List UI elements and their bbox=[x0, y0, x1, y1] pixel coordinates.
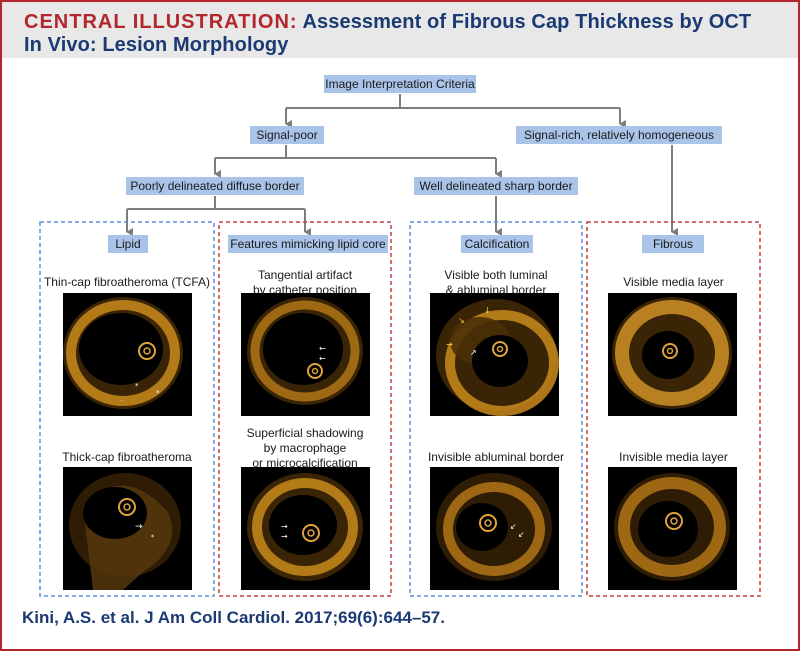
svg-text:→: → bbox=[135, 522, 143, 532]
svg-text:←: ← bbox=[319, 354, 326, 363]
svg-text:→: → bbox=[281, 522, 288, 531]
title-text-1: Assessment of Fibrous Cap Thickness by O… bbox=[302, 11, 752, 33]
node-lipid: Lipid bbox=[108, 235, 148, 253]
header-bar: CENTRAL ILLUSTRATION: Assessment of Fibr… bbox=[2, 2, 798, 58]
caption-invisible-abluminal: Invisible abluminal border bbox=[427, 450, 565, 464]
svg-text:*: * bbox=[151, 534, 154, 541]
caption-visible-abluminal-l1: Visible both luminal bbox=[444, 268, 548, 282]
svg-text:↓: ↓ bbox=[484, 306, 491, 315]
title-line-2: In Vivo: Lesion Morphology bbox=[24, 34, 289, 56]
oct-image-thick-cap: → * bbox=[63, 467, 192, 590]
svg-text:.: . bbox=[121, 396, 123, 403]
caption-tangential-l1: Tangential artifact bbox=[257, 268, 353, 282]
node-signal-rich: Signal-rich, relatively homogeneous bbox=[516, 126, 722, 144]
oct-image-calcification-visible: ↘ ↓ → ↗ bbox=[430, 293, 559, 416]
title-line-1: CENTRAL ILLUSTRATION: Assessment of Fibr… bbox=[24, 11, 751, 34]
node-calcification: Calcification bbox=[461, 235, 533, 253]
oct-image-tangential: ← ← bbox=[241, 293, 370, 416]
svg-text:↙: ↙ bbox=[510, 522, 517, 531]
oct-image-fibrous-visible bbox=[608, 293, 737, 416]
oct-image-tcfa: * . * bbox=[63, 293, 192, 416]
svg-text:→: → bbox=[281, 532, 288, 541]
svg-text:*: * bbox=[135, 382, 139, 390]
group-box-lipid bbox=[39, 221, 215, 597]
oct-image-calcification-invisible: ↙ ↙ bbox=[430, 467, 559, 590]
oct-image-fibrous-invisible bbox=[608, 467, 737, 590]
node-fibrous: Fibrous bbox=[642, 235, 704, 253]
oct-image-shadowing: → → bbox=[241, 467, 370, 590]
group-box-fibrous bbox=[586, 221, 761, 597]
svg-text:↗: ↗ bbox=[470, 348, 477, 357]
node-root: Image Interpretation Criteria bbox=[324, 75, 476, 93]
svg-text:↙: ↙ bbox=[518, 530, 525, 539]
title-prefix: CENTRAL ILLUSTRATION: bbox=[24, 11, 298, 33]
svg-text:→: → bbox=[446, 340, 453, 349]
svg-text:↘: ↘ bbox=[458, 316, 465, 325]
caption-thick-cap: Thick-cap fibroatheroma bbox=[62, 450, 192, 464]
caption-shadowing-l1: Superficial shadowing bbox=[246, 426, 364, 440]
node-mimicking: Features mimicking lipid core bbox=[228, 235, 388, 253]
svg-text:←: ← bbox=[319, 344, 326, 353]
citation: Kini, A.S. et al. J Am Coll Cardiol. 201… bbox=[22, 608, 445, 627]
caption-shadowing-l2: by macrophage bbox=[263, 441, 347, 455]
group-box-calcification bbox=[409, 221, 583, 597]
caption-shadowing-l3: or microcalcification bbox=[252, 456, 358, 470]
node-poorly-delineated: Poorly delineated diffuse border bbox=[126, 177, 304, 195]
caption-visible-media: Visible media layer bbox=[623, 275, 724, 289]
node-signal-poor: Signal-poor bbox=[250, 126, 324, 144]
node-well-delineated: Well delineated sharp border bbox=[414, 177, 578, 195]
caption-shadowing: Superficial shadowing by macrophage or m… bbox=[221, 426, 389, 471]
group-box-mimicking bbox=[218, 221, 392, 597]
caption-invisible-media: Invisible media layer bbox=[619, 450, 728, 464]
svg-text:*: * bbox=[156, 389, 160, 397]
caption-tcfa: Thin-cap fibroatheroma (TCFA) bbox=[43, 275, 211, 289]
